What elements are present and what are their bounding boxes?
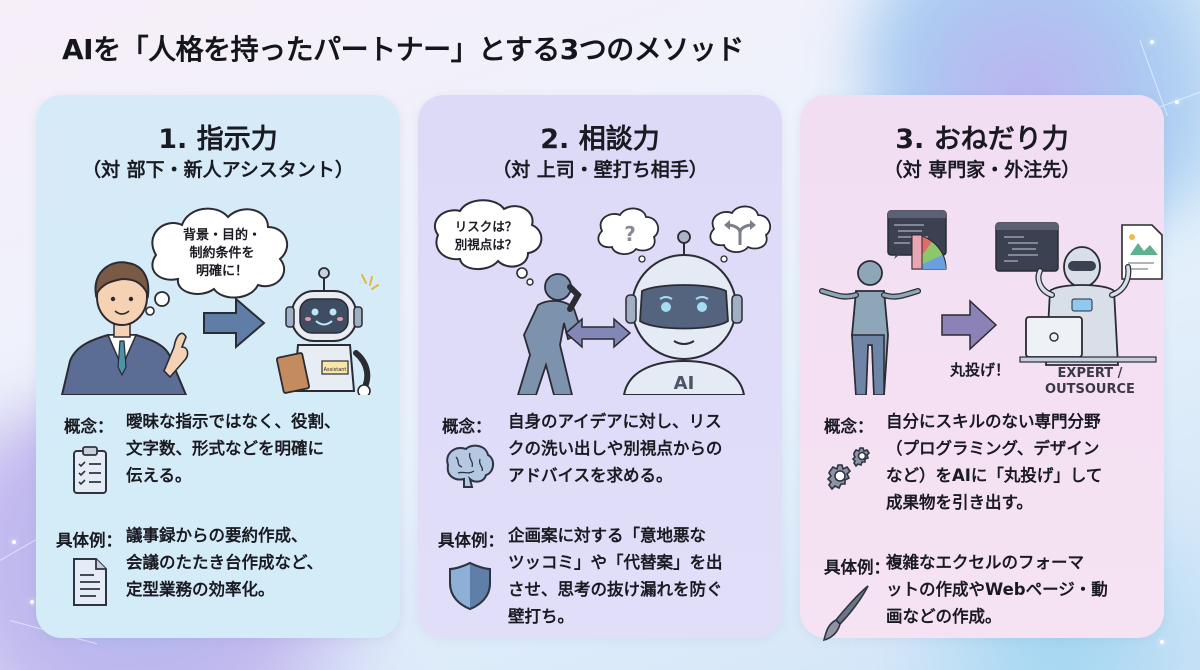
example-text: 議事録からの要約作成、 会議のたたき台作成など、 定型業務の効率化。 (126, 526, 324, 599)
shield-icon (449, 561, 491, 611)
concept-text: 曖昧な指示ではなく、役割、 文字数、形式などを明確に 伝える。 (126, 412, 341, 485)
checklist-clipboard-icon (73, 446, 107, 494)
card-subtitle: （対 部下・新人アシスタント） (82, 159, 354, 181)
example-text: 企画案に対する「意地悪な ツッコミ」や「代替案」を出 させ、思考の抜け漏れを防ぐ… (508, 526, 723, 626)
thought-bubble: 背景・目的・ 制約条件を 明確に！ (145, 207, 289, 316)
ai-robot-icon: AI (622, 230, 746, 395)
example-label: 具体例： (438, 531, 504, 550)
example-text: 複雑なエクセルのフォーマ ットの作成やWebページ・動 画などの作成。 (886, 553, 1108, 626)
right-arrow-icon (941, 299, 998, 351)
svg-text:別視点は？: 別視点は？ (454, 237, 518, 252)
svg-text:AI: AI (674, 373, 695, 394)
document-icon (73, 558, 107, 606)
shrugging-person-icon (819, 260, 921, 395)
method-card-instruction: 1. 指示力 （対 部下・新人アシスタント） 背景・目的・ 制約条件を 明確に！ (36, 95, 400, 638)
svg-text:制約条件を: 制約条件を (189, 245, 254, 261)
svg-text:Assistant: Assistant (324, 367, 347, 373)
svg-text:背景・目的・: 背景・目的・ (183, 227, 261, 243)
concept-text: 自身のアイデアに対し、リス クの洗い出しや別視点からの アドバイスを求める。 (508, 412, 723, 485)
card-subtitle: （対 上司・壁打ち相手） (492, 159, 708, 181)
image-document-icon (1121, 224, 1163, 280)
thinking-person-icon (517, 273, 584, 395)
expert-label-line1: EXPERT / (1058, 366, 1123, 381)
concept-label: 概念： (824, 417, 874, 436)
page-title: AIを「人格を持ったパートナー」とする3つのメソッド (62, 33, 744, 66)
svg-text:リスクは？: リスクは？ (455, 219, 518, 234)
question-bubble-icon: ? (597, 207, 660, 263)
robot-assistant-icon: Assistant (276, 267, 379, 395)
code-window-icon (995, 222, 1059, 272)
paintbrush-icon (822, 585, 869, 642)
action-label: 丸投げ！ (949, 361, 1010, 379)
concept-label: 概念： (442, 417, 492, 436)
svg-text:明確に！: 明確に！ (196, 263, 248, 279)
method-card-consultation: 2. 相談力 （対 上司・壁打ち相手） リスクは？ 別視点は？ ? (418, 95, 782, 638)
right-arrow-icon (203, 296, 266, 350)
color-palette-icon (911, 234, 947, 270)
expert-label-line2: OUTSOURCE (1045, 382, 1135, 395)
double-arrow-icon (564, 317, 632, 349)
card-title: 3. おねだり力 (895, 124, 1069, 155)
businessman-icon (60, 261, 189, 395)
gears-icon (826, 447, 871, 491)
card-subtitle: （対 専門家・外注先） (883, 159, 1081, 181)
card-title: 2. 相談力 (540, 124, 660, 155)
consultation-illustration: リスクは？ 別視点は？ ? (433, 199, 772, 395)
brain-icon (446, 444, 494, 488)
card-title: 1. 指示力 (158, 124, 278, 155)
thought-bubble: リスクは？ 別視点は？ (433, 199, 543, 286)
robot-with-laptop-icon (1019, 246, 1157, 366)
example-label: 具体例： (824, 558, 890, 577)
concept-label: 概念： (64, 417, 114, 436)
request-illustration: 丸投げ！ EXPERT / OUTSOURCE (819, 210, 1163, 395)
method-card-request: 3. おねだり力 （対 専門家・外注先） 丸投げ！ (800, 95, 1164, 642)
split-arrow-bubble-icon (709, 205, 772, 263)
concept-text: 自分にスキルのない専門分野 （プログラミング、デザイン など）をAIに「丸投げ」… (886, 412, 1103, 512)
svg-text:?: ? (624, 222, 636, 246)
instruction-illustration: 背景・目的・ 制約条件を 明確に！ (60, 207, 379, 395)
example-label: 具体例： (56, 531, 122, 550)
